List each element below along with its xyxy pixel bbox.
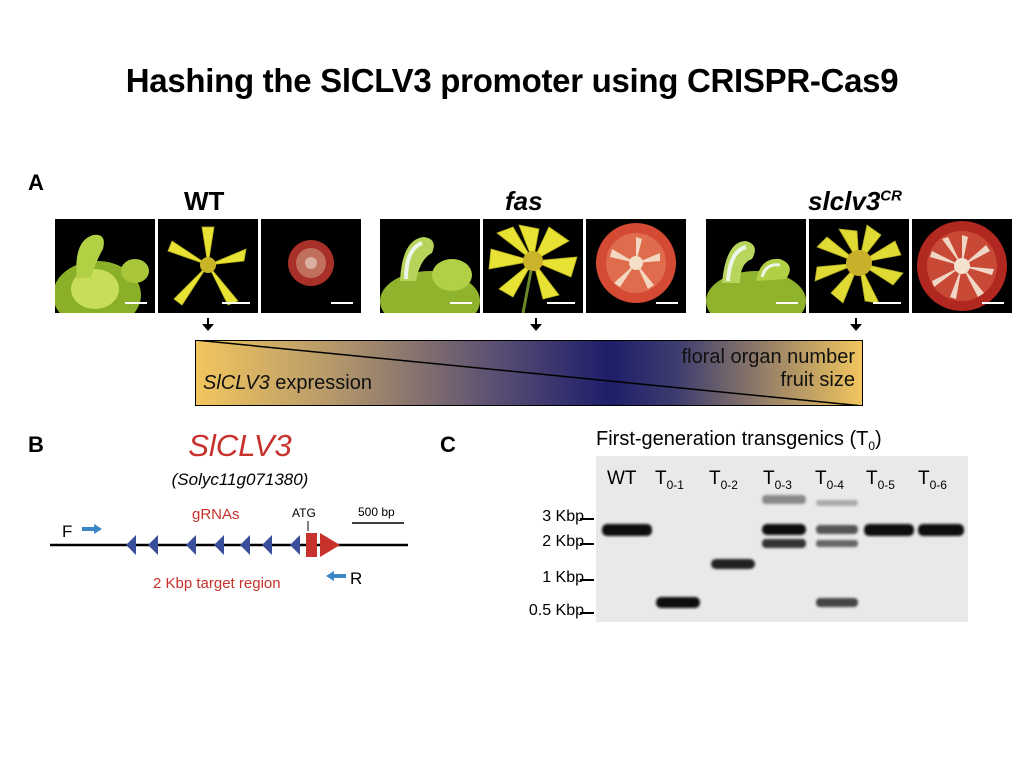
fruit-size-label: fruit size <box>780 369 855 391</box>
gel-band <box>918 524 964 536</box>
slclv3-flower-image <box>809 219 909 313</box>
grna-marker-icon <box>290 535 300 555</box>
fas-flower-image <box>483 219 583 313</box>
gel-band <box>762 539 806 548</box>
wt-fruit-image <box>261 219 361 313</box>
gel-band <box>816 598 858 607</box>
gel-band <box>864 524 914 536</box>
grna-marker-icon <box>262 535 272 555</box>
lane-label-t0-4: T0-4 <box>815 468 844 492</box>
ladder-tick <box>580 612 594 614</box>
ladder-label-3kbp: 3 Kbp <box>542 508 584 525</box>
ladder-tick <box>580 518 594 520</box>
lane-label-t0-3: T0-3 <box>763 468 792 492</box>
gene-name: SlCLV3 <box>188 428 292 463</box>
gene-map-diagram: F gRNAs ATG 500 bp 2 Kbp target region R <box>50 505 408 592</box>
slclv3-photo-strip <box>706 219 1012 313</box>
wt-flower-image <box>158 219 258 313</box>
exon-arrow-icon <box>320 533 340 557</box>
grna-marker-icon <box>126 535 136 555</box>
slclv3-fruit-image <box>912 219 1012 313</box>
grnas-label: gRNAs <box>192 506 240 523</box>
genotype-wt-label: WT <box>184 186 225 216</box>
fas-fruit-image <box>586 219 686 313</box>
agarose-gel <box>596 456 968 622</box>
wt-meristem-image <box>55 219 155 313</box>
panel-c-letter: C <box>440 432 456 457</box>
lane-label-t0-2: T0-2 <box>709 468 738 492</box>
lane-label-wt: WT <box>607 468 637 489</box>
wt-photo-strip <box>55 219 361 313</box>
forward-primer-label: F <box>62 522 72 541</box>
reverse-primer-label: R <box>350 569 362 588</box>
slide-title: Hashing the SlCLV3 promoter using CRISPR… <box>125 62 899 99</box>
fas-arrow-down-icon <box>530 318 542 331</box>
panel-b-letter: B <box>28 432 44 457</box>
lane-label-t0-1: T0-1 <box>655 468 684 492</box>
ladder-label-0-5kbp: 0.5 Kbp <box>528 602 584 619</box>
genotype-slclv3-label: slclv3CR <box>808 186 902 216</box>
genotype-fas-label: fas <box>505 186 543 216</box>
gel-band <box>816 500 858 506</box>
grna-markers <box>126 535 300 555</box>
gel-title: First-generation transgenics (T0) <box>596 428 882 453</box>
fas-photo-strip <box>380 219 686 313</box>
panel-a-letter: A <box>28 170 44 195</box>
ladder-label-2kbp: 2 Kbp <box>542 533 584 550</box>
exon-box <box>306 533 317 557</box>
fas-meristem-image <box>380 219 480 313</box>
gel-band <box>602 524 652 536</box>
reverse-primer-arrow-icon <box>326 571 346 581</box>
gel-bands <box>602 495 964 608</box>
expression-label: SlCLV3 expression <box>203 372 372 394</box>
ladder-label-1kbp: 1 Kbp <box>542 569 584 586</box>
ladder-tick <box>580 579 594 581</box>
gel-band <box>816 540 858 547</box>
grna-marker-icon <box>186 535 196 555</box>
grna-marker-icon <box>148 535 158 555</box>
gel-band <box>711 559 755 569</box>
gradient-diagonal <box>195 340 863 406</box>
target-region-label: 2 Kbp target region <box>153 575 281 592</box>
slclv3-arrow-down-icon <box>850 318 862 331</box>
grna-marker-icon <box>240 535 250 555</box>
scale-label: 500 bp <box>358 505 395 519</box>
atg-label: ATG <box>292 506 316 520</box>
floral-organ-number-label: floral organ number <box>681 346 855 368</box>
gel-band <box>816 525 858 534</box>
lane-label-t0-5: T0-5 <box>866 468 895 492</box>
gel-band <box>656 597 700 608</box>
gene-id: (Solyc11g071380) <box>171 470 309 489</box>
gel-band <box>762 524 806 535</box>
ladder-tick <box>580 543 594 545</box>
wt-arrow-down-icon <box>202 318 214 331</box>
lane-label-t0-6: T0-6 <box>918 468 947 492</box>
grna-marker-icon <box>214 535 224 555</box>
expression-gradient-bar: SlCLV3 expression floral organ number fr… <box>195 340 863 406</box>
gel-band <box>762 495 806 504</box>
forward-primer-arrow-icon <box>82 524 102 534</box>
slclv3-meristem-image <box>706 219 806 313</box>
